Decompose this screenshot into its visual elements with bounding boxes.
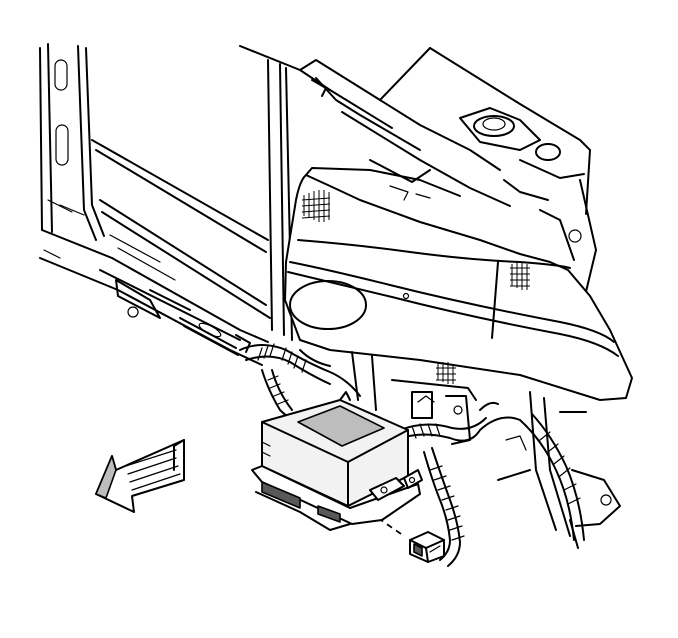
connection-leader	[377, 517, 405, 537]
bracket-texture	[436, 362, 456, 384]
lamp-bracket	[351, 351, 621, 549]
forward-direction-arrow	[95, 439, 185, 513]
radiator-support-frame	[39, 43, 331, 366]
harness-tape-lower	[403, 423, 581, 541]
harness-tape-upper	[257, 343, 307, 405]
electrical-connector	[409, 531, 445, 563]
headlamp-assembly	[284, 167, 633, 401]
lens-texture-right	[510, 262, 530, 290]
control-module	[251, 391, 423, 531]
wiring-harness	[239, 343, 585, 567]
upper-body-structure	[299, 47, 597, 301]
lens-texture-left	[301, 190, 331, 222]
